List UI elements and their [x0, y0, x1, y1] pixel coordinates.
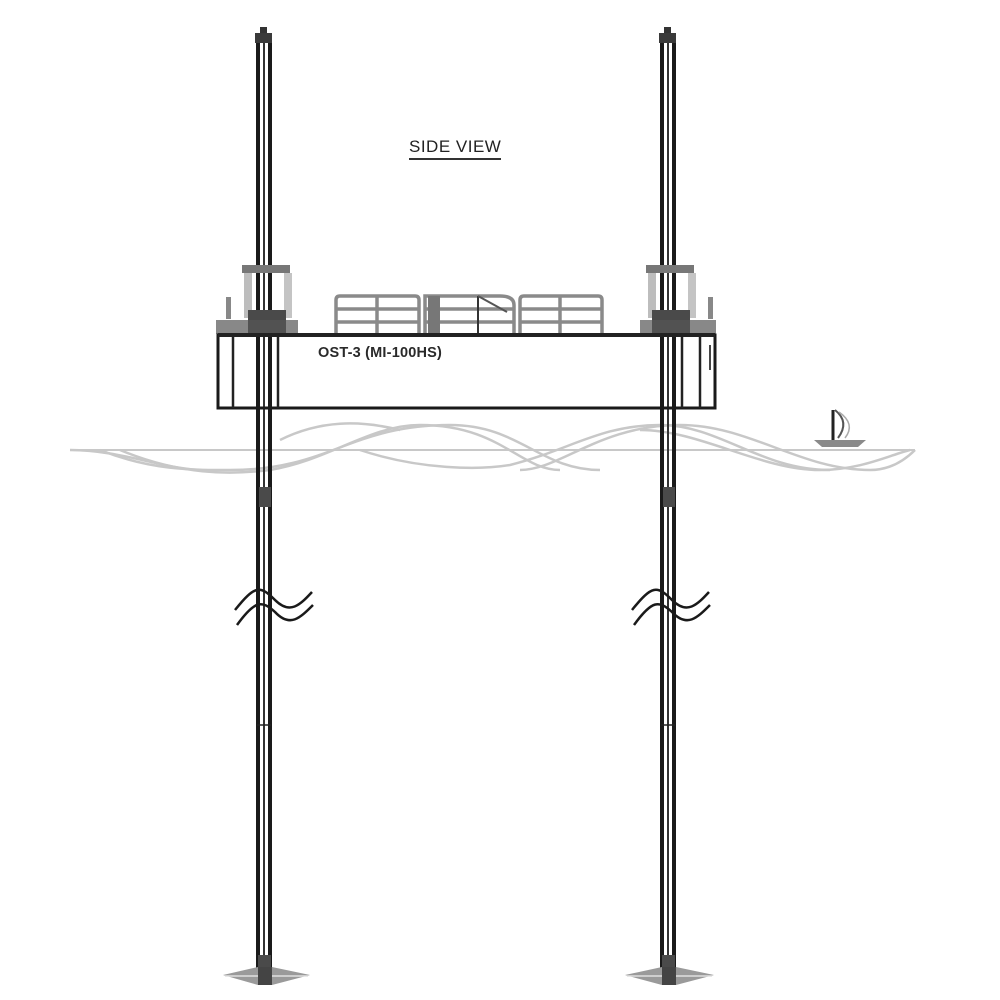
right-jacking-house [640, 265, 716, 336]
sailboat-icon [814, 409, 866, 447]
left-jacking-house [216, 265, 298, 336]
platform-label: OST-3 (MI-100HS) [318, 345, 443, 361]
left-spud-can [223, 967, 310, 985]
left-leg [255, 27, 272, 968]
sea-surface-waves [69, 422, 916, 474]
right-spud-can [625, 967, 714, 985]
platform-hull [216, 333, 717, 410]
drawing-title: SIDE VIEW [409, 138, 502, 160]
right-leg-break-symbol [631, 588, 711, 626]
left-leg-break-symbol [234, 588, 314, 626]
deck-handrails [334, 294, 604, 335]
right-leg [659, 27, 676, 968]
